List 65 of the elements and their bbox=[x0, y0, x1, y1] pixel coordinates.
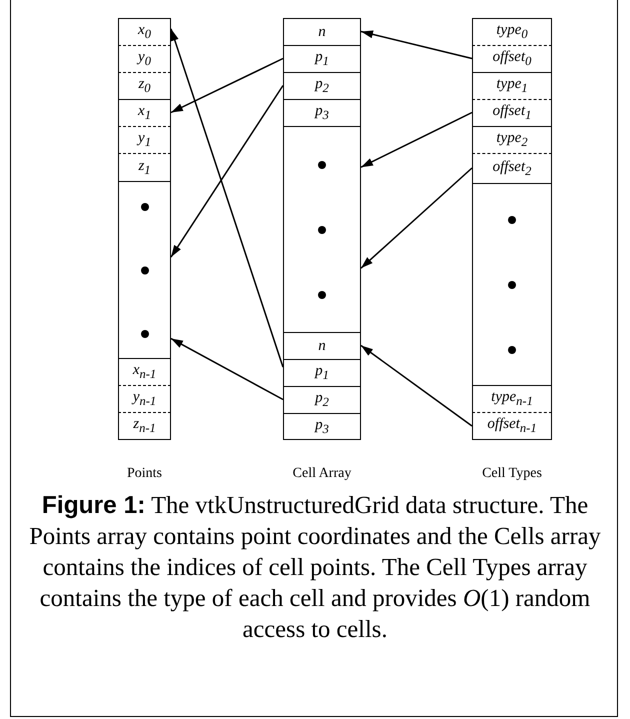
cell-value: x$_{1}$ bbox=[138, 103, 151, 123]
cell-value: n bbox=[318, 338, 326, 354]
array-cell bbox=[118, 72, 171, 99]
cell-value: n bbox=[318, 24, 326, 40]
cell-value: offset$_{0}$ bbox=[492, 49, 532, 69]
array-label: Cell Types bbox=[482, 466, 542, 482]
cell-value: x$_{n-1}$ bbox=[132, 362, 156, 382]
cell-value: p$_{2}$ bbox=[315, 390, 329, 410]
figure-caption: Figure 1: The vtkUnstructuredGrid data structure. The Points array contains point coordinates and the Cells array contains the indices of cell points. The Cell Types array contains the type of each cell and provides O(1) random access to cells. bbox=[28, 491, 602, 645]
cell-value: z$_{1}$ bbox=[138, 158, 151, 178]
array-cell bbox=[118, 358, 171, 385]
array-label: Cell Array bbox=[292, 466, 352, 482]
array-cell bbox=[118, 153, 171, 181]
cell-value: p$_{3}$ bbox=[315, 103, 329, 123]
cell-value: y$_{n-1}$ bbox=[132, 389, 156, 409]
cell-value: type$_{2}$ bbox=[496, 130, 528, 150]
array-cell bbox=[283, 332, 361, 359]
arrow bbox=[360, 344, 472, 427]
array-cell bbox=[118, 126, 171, 153]
array-cell bbox=[118, 385, 171, 412]
cell-value: type$_{0}$ bbox=[496, 22, 528, 42]
cell-value: offset$_{n-1}$ bbox=[487, 416, 537, 436]
array-cell bbox=[472, 183, 552, 385]
array-cell bbox=[118, 18, 171, 45]
array-cell bbox=[472, 412, 552, 440]
cell-value: y$_{1}$ bbox=[138, 130, 151, 150]
arrow bbox=[170, 28, 284, 368]
cell-value: offset$_{2}$ bbox=[492, 158, 532, 178]
arrow bbox=[170, 58, 284, 114]
array-cell bbox=[283, 386, 361, 413]
cell-value: y$_{0}$ bbox=[138, 49, 151, 69]
cell-value: z$_{n-1}$ bbox=[133, 416, 156, 436]
cell-value: offset$_{1}$ bbox=[492, 103, 532, 123]
array-cell bbox=[472, 45, 552, 72]
array-cell bbox=[283, 126, 361, 332]
array-cell bbox=[118, 45, 171, 72]
array-cell bbox=[283, 359, 361, 386]
cell-value: z$_{0}$ bbox=[138, 76, 151, 96]
array-cell bbox=[472, 153, 552, 183]
array-cell bbox=[283, 45, 361, 72]
array-cell bbox=[283, 18, 361, 45]
array-cell bbox=[472, 99, 552, 126]
arrow bbox=[170, 85, 284, 258]
array-cell bbox=[472, 126, 552, 153]
array-cell bbox=[118, 99, 171, 126]
array-cell bbox=[472, 72, 552, 99]
array-cell bbox=[283, 72, 361, 99]
cell-value: p$_{1}$ bbox=[315, 49, 329, 69]
arrow bbox=[170, 338, 284, 400]
array-cell bbox=[472, 18, 552, 45]
arrow bbox=[360, 167, 472, 269]
cell-value: x$_{0}$ bbox=[138, 22, 151, 42]
array-cell bbox=[283, 413, 361, 440]
cell-value: p$_{1}$ bbox=[315, 363, 329, 383]
array-cell bbox=[118, 412, 171, 440]
arrow bbox=[360, 30, 472, 60]
array-cell bbox=[118, 181, 171, 358]
cell-value: p$_{3}$ bbox=[315, 416, 329, 436]
cell-value: p$_{2}$ bbox=[315, 76, 329, 96]
array-cell bbox=[472, 385, 552, 412]
arrow bbox=[360, 112, 472, 168]
cell-value: type$_{n-1}$ bbox=[491, 389, 533, 409]
array-label: Points bbox=[126, 466, 162, 482]
cell-value: type$_{1}$ bbox=[496, 76, 528, 96]
array-cell bbox=[283, 99, 361, 126]
